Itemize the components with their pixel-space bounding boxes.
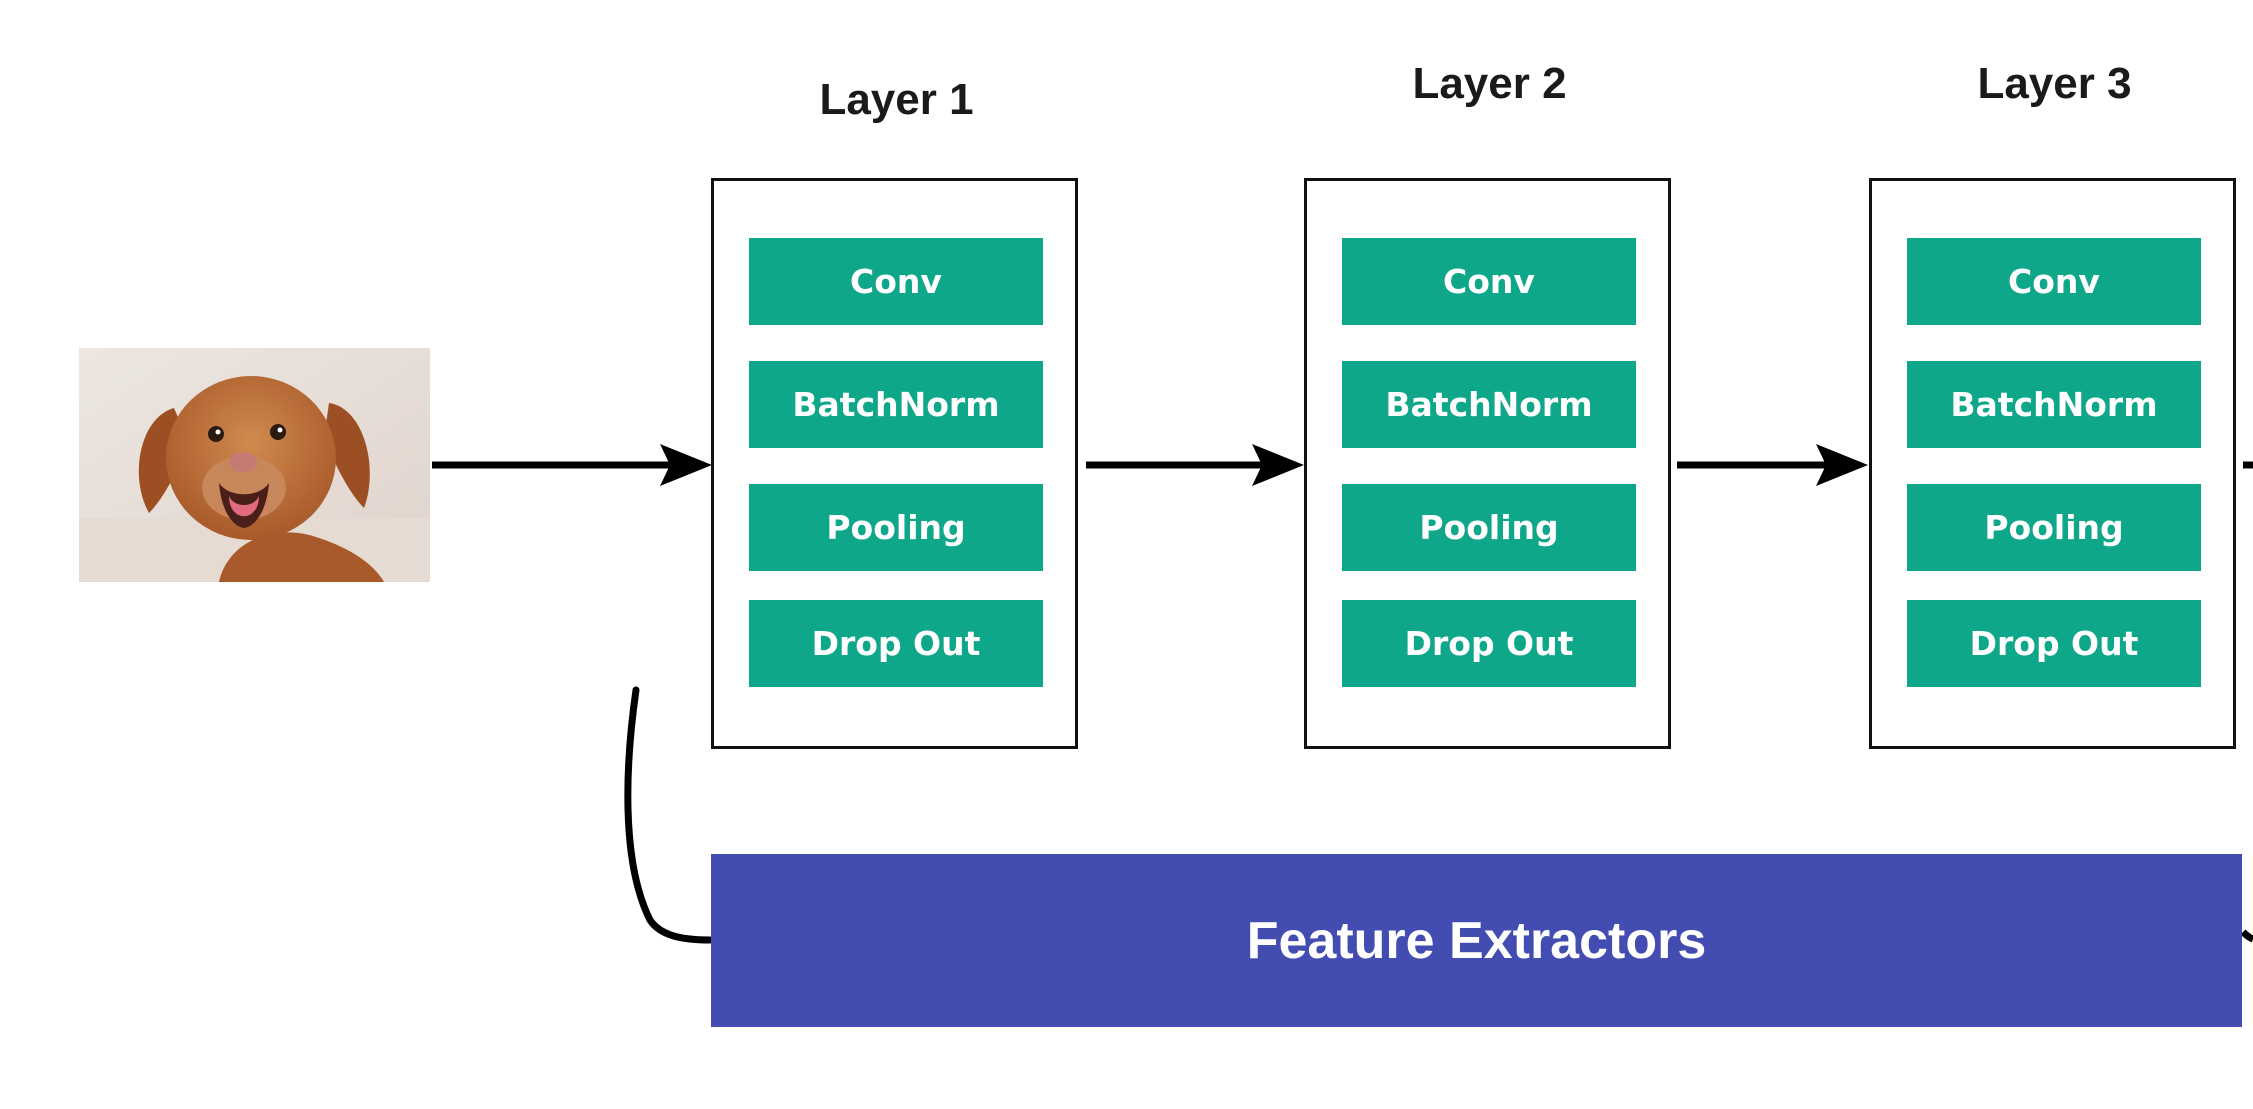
layer-box-1: Conv BatchNorm Pooling Drop Out (711, 178, 1078, 749)
feature-bracket-right (2240, 929, 2253, 943)
layer-box-2: Conv BatchNorm Pooling Drop Out (1304, 178, 1671, 749)
arrow-layer2-to-layer3 (1677, 444, 1868, 486)
layer-title: Layer 2 (1412, 59, 1567, 108)
op-pooling: Pooling (749, 484, 1043, 571)
op-batchnorm: BatchNorm (1907, 361, 2201, 448)
feature-extractors-bar: Feature Extractors (711, 854, 2242, 1027)
op-batchnorm: BatchNorm (1342, 361, 1636, 448)
op-pooling: Pooling (1907, 484, 2201, 571)
dog-photo-icon (79, 348, 430, 582)
feature-extractors-label: Feature Extractors (1246, 911, 1707, 970)
op-dropout: Drop Out (1342, 600, 1636, 687)
op-conv: Conv (749, 238, 1043, 325)
op-pooling: Pooling (1342, 484, 1636, 571)
arrow-layer1-to-layer2 (1086, 444, 1304, 486)
op-conv: Conv (1342, 238, 1636, 325)
op-conv: Conv (1907, 238, 2201, 325)
layer-title: Layer 1 (819, 75, 974, 124)
feature-bracket-left (624, 686, 714, 944)
arrow-input-to-layer1 (432, 444, 712, 486)
op-dropout: Drop Out (1907, 600, 2201, 687)
op-batchnorm: BatchNorm (749, 361, 1043, 448)
op-dropout: Drop Out (749, 600, 1043, 687)
layer-box-3: Conv BatchNorm Pooling Drop Out (1869, 178, 2236, 749)
layer-title: Layer 3 (1977, 59, 2132, 108)
